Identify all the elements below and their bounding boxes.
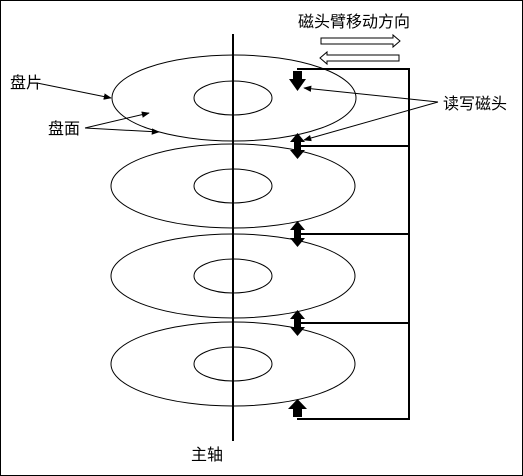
head-arm-assembly — [297, 68, 410, 420]
platter-label: 盘片 — [10, 73, 42, 92]
read-write-head-4 — [290, 310, 305, 336]
read-write-head-5 — [288, 399, 307, 417]
read-write-head-3 — [290, 221, 305, 247]
arm-direction-left-arrow — [319, 50, 400, 66]
platter-4 — [110, 321, 356, 407]
read-write-head-label: 读写磁头 — [443, 94, 507, 113]
arm-direction-right-arrow — [320, 33, 401, 49]
head-pointer-2 — [303, 101, 439, 142]
surface-pointer-2 — [84, 127, 160, 135]
read-write-head-2 — [290, 133, 305, 159]
platter-1 — [111, 54, 357, 142]
platter-3 — [110, 233, 356, 319]
head-pointer-1 — [303, 85, 439, 103]
platter-2 — [110, 143, 356, 229]
arm-direction-label: 磁头臂移动方向 — [298, 12, 410, 31]
spindle-label: 主轴 — [191, 445, 223, 464]
pointer-lines — [36, 82, 439, 142]
platter-pointer — [36, 82, 112, 100]
surface-label: 盘面 — [48, 119, 80, 138]
surface-pointer-1 — [84, 111, 150, 129]
read-write-head-1 — [289, 71, 306, 91]
